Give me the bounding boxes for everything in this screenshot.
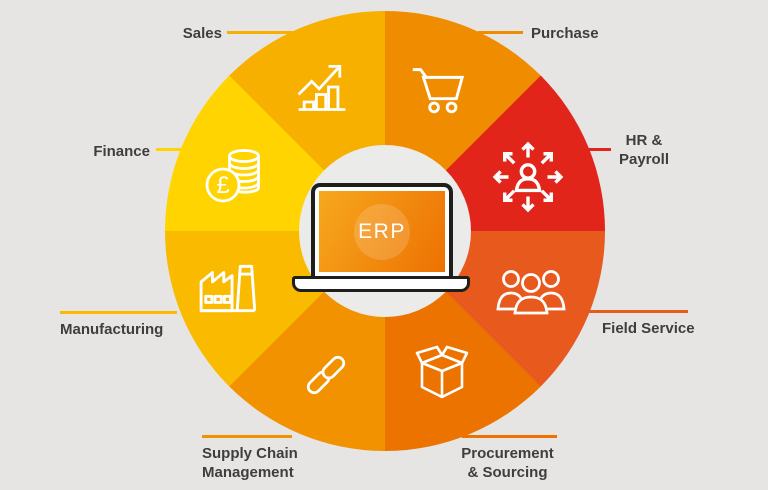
erp-label: ERP — [358, 219, 406, 243]
supply-chain-management-label: Supply Chain Management — [202, 445, 298, 481]
field-service-connector-line — [588, 310, 688, 313]
coins-icon: £ — [201, 146, 269, 204]
laptop-icon: ERP — [311, 183, 453, 280]
chain-link-icon — [296, 346, 356, 404]
purchase-connector-line — [478, 31, 523, 34]
shopping-cart-icon — [406, 58, 468, 120]
team-icon — [494, 267, 568, 315]
finance-label: Finance — [93, 143, 150, 160]
laptop-screen-display: ERP — [319, 191, 445, 272]
sales-connector-line — [227, 31, 297, 34]
factory-icon — [198, 260, 264, 314]
procurement-connector-line — [462, 435, 557, 438]
procurement-sourcing-label: Procurement & Sourcing — [461, 445, 554, 481]
erp-glow-circle — [354, 203, 410, 260]
purchase-label: Purchase — [531, 25, 599, 42]
finance-connector-line — [156, 148, 184, 151]
growth-chart-icon — [291, 57, 353, 117]
person-arrows-icon — [489, 138, 567, 216]
sales-label: Sales — [182, 25, 222, 42]
laptop-base — [292, 276, 470, 292]
hr-payroll-connector-line — [584, 148, 611, 151]
hr-payroll-label: HR & Payroll — [618, 132, 670, 168]
manufacturing-label: Manufacturing — [60, 321, 164, 338]
field-service-label: Field Service — [602, 320, 695, 337]
manufacturing-connector-line — [60, 311, 177, 314]
pound-symbol: £ — [216, 172, 229, 199]
open-box-icon — [410, 345, 474, 403]
supply-chain-connector-line — [202, 435, 292, 438]
